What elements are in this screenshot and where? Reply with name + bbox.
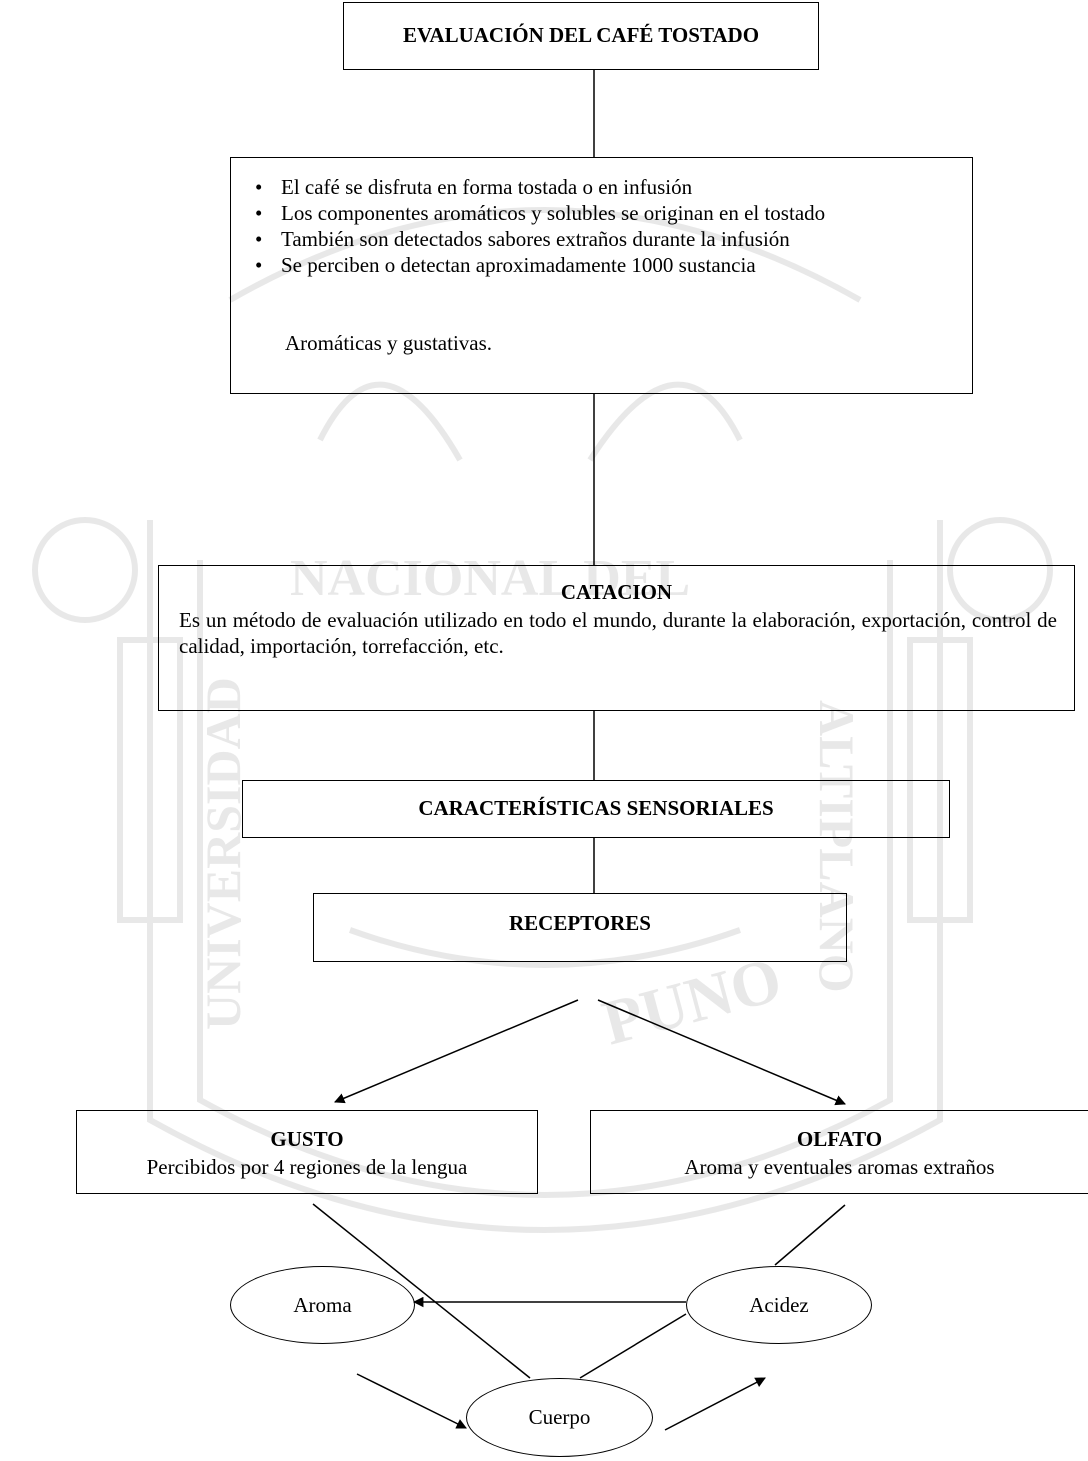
line-acidez-cuerpo [579,1313,687,1379]
gusto-text: Percibidos por 4 regiones de la lengua [146,1155,468,1179]
catacion-text: Es un método de evaluación utilizado en … [179,608,1057,658]
watermark-left-text: UNIVERSIDAD [195,677,251,1030]
arrow-to-olfato [597,999,846,1106]
cuerpo-label: Cuerpo [528,1405,591,1429]
cuerpo-ellipse: Cuerpo [466,1378,653,1457]
acidez-label: Acidez [749,1292,809,1317]
intro-bullet: Se perciben o detectan aproximadamente 1… [255,252,951,278]
caracteristicas-text: CARACTERÍSTICAS SENSORIALES [418,796,774,820]
intro-bullet: También son detectados sabores extraños … [255,226,951,252]
gusto-heading: GUSTO [270,1127,344,1151]
aroma-ellipse: Aroma [230,1266,415,1344]
caracteristicas-box: CARACTERÍSTICAS SENSORIALES [242,780,950,838]
intro-bullet: El café se disfruta en forma tostada o e… [255,174,951,200]
receptores-text: RECEPTORES [509,911,651,935]
title-box: EVALUACIÓN DEL CAFÉ TOSTADO [343,2,819,70]
line-gusto-cuerpo [312,1203,531,1379]
olfato-box: OLFATO Aroma y eventuales aromas extraño… [590,1110,1088,1194]
intro-last-line: Aromáticas y gustativas. [285,331,493,355]
title-text: EVALUACIÓN DEL CAFÉ TOSTADO [402,23,760,47]
intro-box: El café se disfruta en forma tostada o e… [230,157,973,394]
catacion-box: CATACION Es un método de evaluación util… [158,565,1075,711]
arrow-aroma-cuerpo [356,1373,467,1429]
gusto-box: GUSTO Percibidos por 4 regiones de la le… [76,1110,538,1194]
intro-bullet: Los componentes aromáticos y solubles se… [255,200,951,226]
line-olfato-acidez [774,1204,846,1266]
watermark-top-text: NACIONAL DEL [290,550,690,607]
catacion-heading: CATACION [560,580,673,604]
intro-bullet-list: El café se disfruta en forma tostada o e… [255,174,951,278]
aroma-label: Aroma [293,1292,352,1317]
olfato-heading: OLFATO [796,1127,883,1151]
receptores-box: RECEPTORES [313,893,847,962]
acidez-ellipse: Acidez [686,1266,872,1344]
arrow-to-gusto [334,999,579,1104]
arrow-cuerpo-acidez [664,1377,766,1431]
olfato-text: Aroma y eventuales aromas extraños [684,1155,995,1179]
watermark-right-text: ALTIPLANO [809,700,865,993]
